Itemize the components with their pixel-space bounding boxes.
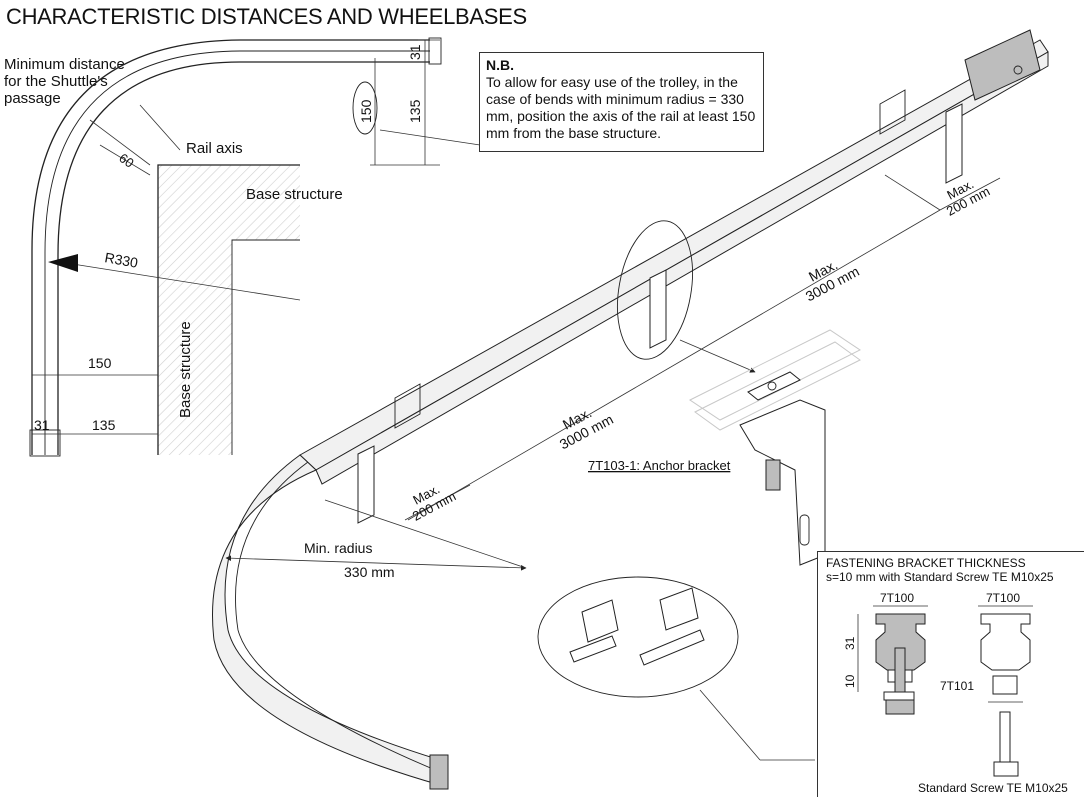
joint-detail-ellipse: [537, 576, 739, 698]
rail-joint-upper: [879, 89, 906, 135]
anchor-nut: [747, 371, 801, 401]
dim-31-top-label: 31: [407, 44, 423, 60]
base-structure-hatch: [158, 165, 300, 455]
rail-axis-label: Rail axis: [186, 140, 243, 157]
max3000-top-line: [699, 209, 941, 351]
min-radius-center: [324, 499, 527, 569]
screw-label: Standard Screw TE M10x25: [918, 781, 1068, 795]
min-radius-label: Min. radius: [304, 540, 372, 556]
dim-60-line: [99, 144, 151, 176]
r330-line: [59, 261, 301, 301]
note-text: To allow for easy use of the trolley, in…: [486, 74, 756, 141]
joint-profile-2: [659, 587, 699, 631]
max200-bottom-line: [404, 484, 471, 521]
min-radius-line: [225, 555, 527, 571]
note-box: N.B. To allow for easy use of the trolle…: [479, 52, 764, 152]
joint-detail-leader: [699, 689, 761, 761]
rail-straight-face: [315, 51, 1049, 485]
part-7t101-label: 7T101: [940, 679, 974, 693]
dim-31-bottom-label: 31: [34, 417, 50, 433]
bracket-top: [945, 103, 963, 184]
r330-arrow: [48, 254, 78, 272]
max200-top-line: [939, 177, 1001, 211]
rail-curve-outer: [31, 39, 430, 455]
left-washer: [883, 691, 915, 701]
ghost-rail-2: [694, 341, 861, 431]
part-7t101: [992, 675, 1018, 695]
bracket-bottom: [357, 445, 375, 524]
min-distance-label: Minimum distance for the Shuttle's passa…: [4, 56, 125, 107]
rail-joint-lower: [394, 383, 421, 429]
dim-135-top-label: 135: [407, 99, 423, 123]
anchor-bracket-body: [739, 399, 826, 566]
trolley-top: [964, 29, 1041, 101]
right-screw-head: [993, 761, 1019, 777]
trolley-bolt: [1013, 65, 1023, 75]
profile-left-label: 7T100: [880, 591, 914, 605]
base-structure-top-label: Base structure: [246, 186, 343, 203]
rail-end-cap: [429, 754, 449, 790]
rail-curve-body: [212, 454, 441, 786]
rail-3d-diagram: Max. 200 mm Max. 3000 mm Max. 3000 mm Ma…: [212, 29, 1049, 790]
page-title: CHARACTERISTIC DISTANCES AND WHEELBASES: [6, 4, 527, 29]
joint-plate-2: [639, 629, 705, 666]
anchor-bolt: [765, 459, 781, 491]
base-structure-side-label: Base structure: [177, 321, 194, 418]
left-section-diagram: Rail axis 60 R330 Base structure Base st…: [29, 37, 481, 457]
profile-right-body: [980, 613, 1031, 671]
fastening-title: FASTENING BRACKET THICKNESS s=10 mm with…: [826, 556, 1054, 584]
detail-ellipse-bracket: [617, 220, 693, 360]
rail-end-top: [428, 37, 442, 65]
dim-150-bottom-label: 150: [88, 355, 112, 371]
rail-axis-line: [44, 50, 430, 455]
anchor-bracket-label: 7T103-1: Anchor bracket: [588, 458, 731, 473]
dim-150-top-ellipse: [352, 81, 378, 135]
left-screw: [894, 647, 906, 693]
joint-plate-1: [569, 635, 617, 663]
min-radius-value: 330 mm: [344, 564, 395, 580]
dim-10-label: 10: [843, 674, 857, 688]
min-distance-leader: [89, 119, 151, 166]
max200-top-ext: [884, 174, 941, 211]
fastening-title-line2: s=10 mm with Standard Screw TE M10x25: [826, 570, 1054, 584]
dim-31-label: 31: [843, 636, 857, 650]
note-leader: [379, 129, 481, 146]
anchor-nut-hole: [767, 381, 777, 391]
joint-detail: [537, 576, 815, 761]
right-screw: [999, 711, 1011, 763]
rail-curve-groove: [235, 461, 441, 773]
note-title: N.B.: [486, 57, 514, 73]
rail-end-bottom: [29, 429, 61, 457]
anchor-slot: [799, 514, 810, 546]
dim-150-top-label: 150: [358, 99, 374, 123]
rail-axis-leader: [139, 104, 181, 151]
fastening-title-line1: FASTENING BRACKET THICKNESS: [826, 556, 1026, 570]
base-structure-outline: [157, 164, 300, 455]
detail-leader: [679, 339, 756, 373]
rail-curve-inner: [57, 61, 430, 455]
profile-right-label: 7T100: [986, 591, 1020, 605]
anchor-bracket-detail: 7T103-1: Anchor bracket: [588, 329, 861, 566]
joint-profile-1: [581, 599, 619, 643]
profile-left-body: [875, 613, 926, 671]
fastening-bracket-box: FASTENING BRACKET THICKNESS s=10 mm with…: [817, 551, 1084, 797]
dim-60-label: 60: [116, 150, 136, 171]
bracket-middle: [649, 269, 667, 349]
max3000-mid-line: [407, 349, 701, 521]
max3000-top-label: Max. 3000 mm: [795, 249, 862, 305]
dim-r330-label: R330: [103, 249, 139, 271]
ghost-rail: [689, 329, 861, 421]
base-structure-inner: [231, 239, 300, 455]
dim-135-bottom-label: 135: [92, 417, 116, 433]
fastening-drawing: 7T100 7T100 31 10 7T101 Standard Screw T…: [843, 591, 1068, 795]
left-screw-head: [885, 699, 915, 715]
